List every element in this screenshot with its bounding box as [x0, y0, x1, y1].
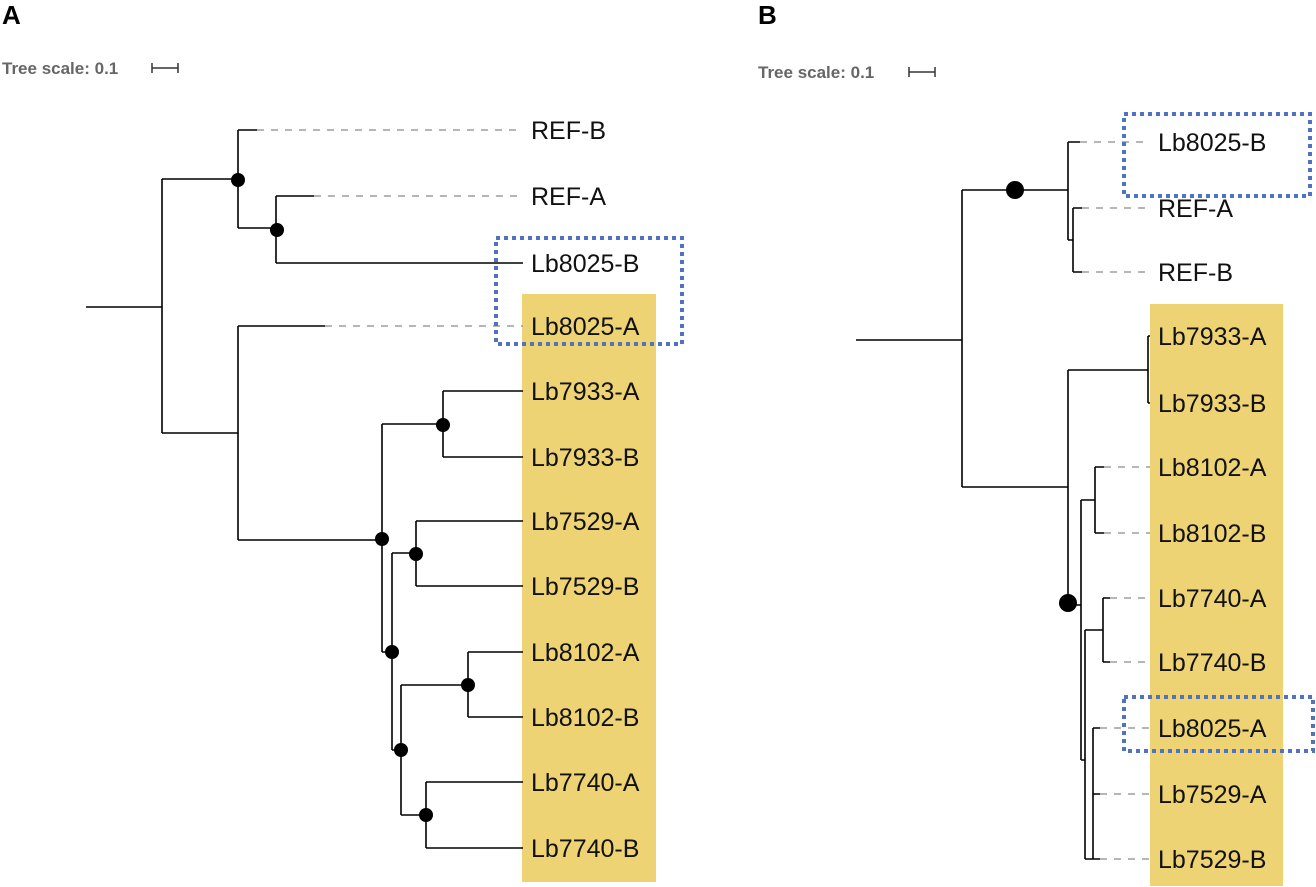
panel-b-letter: B	[758, 0, 777, 30]
panel-b-leaf-label: Lb7740-A	[1158, 585, 1267, 613]
panel-b-leaf-labels: Lb8025-B REF-A REF-B Lb7933-A Lb7933-B L…	[1158, 129, 1267, 874]
panel-a-leaf-label: Lb7933-B	[531, 444, 639, 472]
panel-b-leaf-label: Lb7740-B	[1158, 649, 1266, 677]
panel-a-support-nodes	[231, 173, 475, 822]
panel-a-clade-highlight	[522, 294, 656, 882]
panel-a-node	[231, 173, 245, 187]
panel-a-leaf-label: Lb7529-A	[531, 508, 640, 536]
panel-a-letter: A	[2, 0, 21, 30]
panel-a-leaf-labels: REF-B REF-A Lb8025-B Lb8025-A Lb7933-A L…	[531, 117, 640, 863]
panel-a-leaf-label: Lb7740-A	[531, 769, 640, 797]
panel-b-lb8025-a-dotted-box	[1122, 695, 1315, 753]
panel-b-dashed-leaders	[1080, 141, 1150, 860]
panel-b-leaf-label: Lb7529-A	[1158, 781, 1267, 809]
panel-a-node	[270, 223, 284, 237]
panel-a-node	[419, 808, 433, 822]
panel-b-leaf-label: Lb7933-A	[1158, 323, 1267, 351]
panel-b-scale-bar	[908, 67, 936, 77]
panel-a-leaf-label: Lb8025-B	[531, 250, 639, 278]
panel-a-leaf-label: Lb8102-B	[531, 704, 639, 732]
panel-b-support-nodes	[1006, 181, 1077, 612]
panel-b-leaf-label: REF-B	[1158, 259, 1233, 287]
panel-a-node	[409, 547, 423, 561]
panel-a-node	[375, 532, 389, 546]
panel-a-leaf-label: Lb7529-B	[531, 573, 639, 601]
panel-b-leaf-label: Lb8025-B	[1158, 129, 1266, 157]
panel-a-leaf-label: Lb7933-A	[531, 378, 640, 406]
panel-a-dashed-leaders	[257, 129, 523, 327]
panel-b-leaf-label: Lb7529-B	[1158, 846, 1266, 874]
panel-b-node	[1006, 181, 1024, 199]
panel-a-node	[461, 678, 475, 692]
panel-b-tree-scale-label: Tree scale: 0.1	[758, 63, 874, 82]
panel-a-node	[385, 645, 399, 659]
panel-a-node	[436, 418, 450, 432]
panel-b-leaf-label: REF-A	[1158, 195, 1233, 223]
panel-a-leaf-label: Lb8025-A	[531, 313, 640, 341]
panel-b-lb8025-b-dotted-box	[1122, 112, 1312, 198]
panel-b-leaf-label: Lb8025-A	[1158, 715, 1267, 743]
panel-b-branches	[856, 141, 1150, 860]
panel-a: A Tree scale: 0.1 REF-B REF-A Lb8025	[2, 0, 684, 882]
panel-b-leaf-label: Lb7933-B	[1158, 390, 1266, 418]
panel-b-leaf-label: Lb8102-A	[1158, 454, 1267, 482]
panel-b-node	[1059, 594, 1077, 612]
panel-a-leaf-label: Lb8102-A	[531, 639, 640, 667]
panel-b-clade-highlight	[1150, 304, 1283, 886]
panel-a-branches	[86, 129, 523, 849]
panel-a-tree-scale-label: Tree scale: 0.1	[2, 59, 118, 78]
panel-a-leaf-label: REF-A	[531, 183, 606, 211]
panel-a-scale-bar	[151, 63, 179, 73]
panel-b-leaf-label: Lb8102-B	[1158, 520, 1266, 548]
panel-a-tree-scale: Tree scale: 0.1	[2, 59, 179, 78]
panel-b-tree-scale: Tree scale: 0.1	[758, 63, 936, 82]
panel-a-lb8025-dotted-box	[494, 236, 684, 346]
panel-a-leaf-label: Lb7740-B	[531, 835, 639, 863]
panel-b: B Tree scale: 0.1 Lb8025-B REF-A REF-B L…	[758, 0, 1315, 886]
panel-a-leaf-label: REF-B	[531, 117, 606, 145]
panel-a-node	[394, 743, 408, 757]
